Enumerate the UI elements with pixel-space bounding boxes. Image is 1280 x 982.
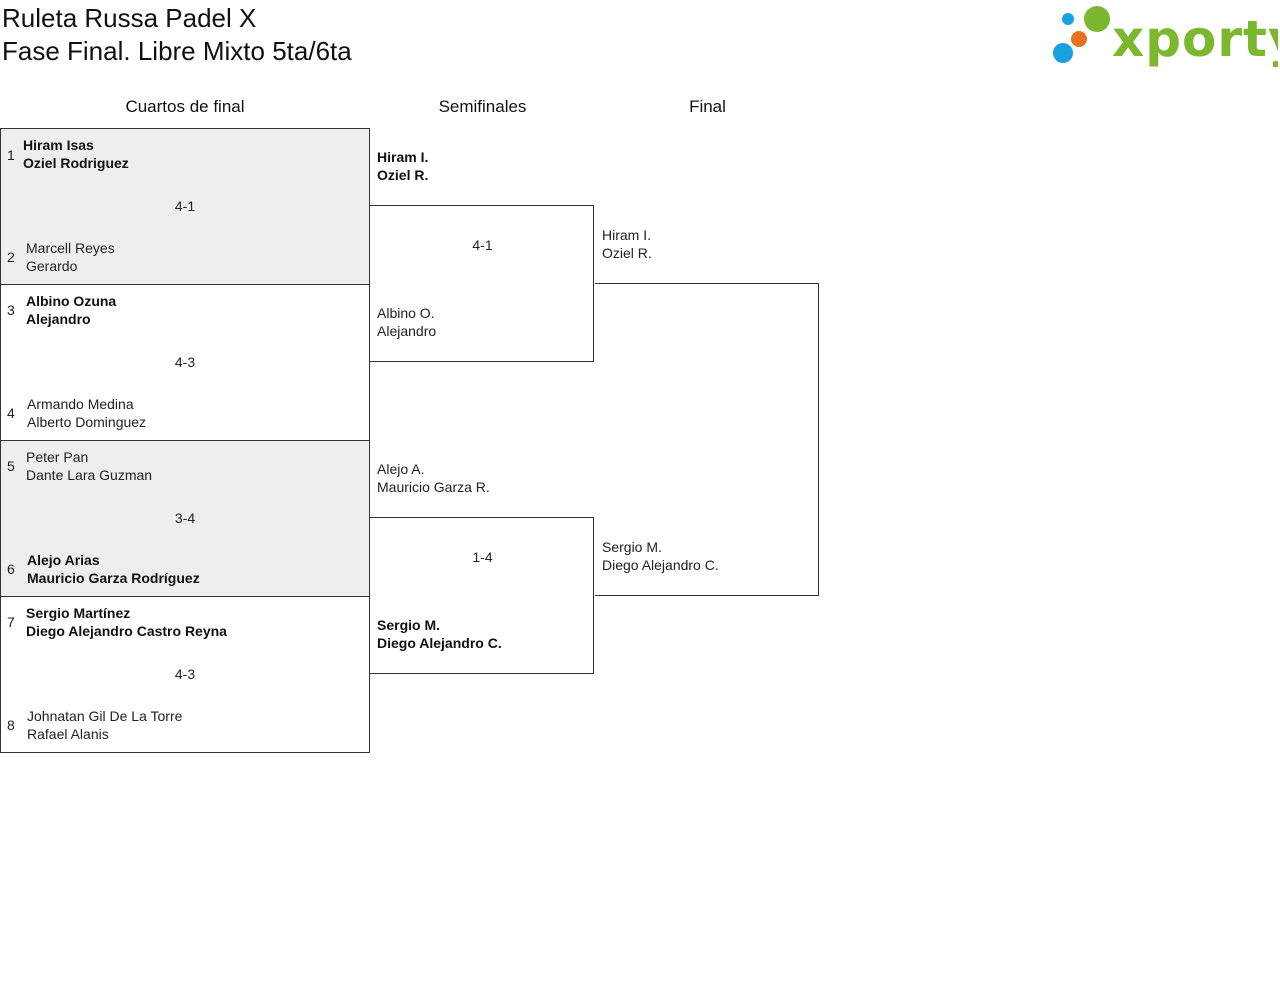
team-player: Rafael Alanis bbox=[27, 726, 109, 742]
team-player: Albino O. bbox=[377, 305, 435, 321]
team-player: Sergio M. bbox=[602, 539, 662, 555]
team-player: Diego Alejandro C. bbox=[602, 557, 719, 573]
team-player: Hiram I. bbox=[377, 149, 429, 165]
round-heading-semifinals: Semifinales bbox=[438, 97, 527, 116]
seed-number: 7 bbox=[7, 614, 15, 630]
logo-dot-blue-small bbox=[1062, 13, 1074, 25]
seed-number: 4 bbox=[7, 405, 15, 421]
seed-number: 6 bbox=[7, 561, 15, 577]
xporty-logo: xporty bbox=[1053, 6, 1278, 68]
team-player: Alejo Arias bbox=[27, 552, 100, 568]
round-heading-final: Final bbox=[689, 97, 726, 116]
logo-dot-orange bbox=[1071, 31, 1087, 47]
seed-number: 2 bbox=[7, 249, 15, 265]
team-player: Albino Ozuna bbox=[26, 293, 117, 309]
logo-dot-green bbox=[1084, 6, 1110, 32]
team-player: Mauricio Garza Rodríguez bbox=[27, 570, 200, 586]
seed-number: 1 bbox=[7, 147, 15, 163]
team-player: Diego Alejandro Castro Reyna bbox=[26, 623, 227, 639]
team-player: Alejo A. bbox=[377, 461, 425, 477]
match-score: 3-4 bbox=[174, 510, 196, 526]
team-player: Oziel Rodriguez bbox=[23, 155, 129, 171]
semifinal-match-2[interactable] bbox=[370, 517, 594, 674]
quarterfinal-match-1[interactable] bbox=[0, 128, 370, 285]
team-player: Alejandro bbox=[377, 323, 437, 339]
team-player: Marcell Reyes bbox=[26, 240, 115, 256]
team-player: Mauricio Garza R. bbox=[377, 479, 490, 495]
logo-wordmark: xporty bbox=[1112, 10, 1278, 68]
team-player: Peter Pan bbox=[26, 449, 89, 465]
team-player: Sergio M. bbox=[377, 617, 441, 633]
logo-dot-blue-large bbox=[1053, 43, 1073, 63]
match-score: 4-3 bbox=[174, 666, 196, 682]
page-subtitle: Fase Final. Libre Mixto 5ta/6ta bbox=[2, 36, 352, 66]
team-player: Oziel R. bbox=[377, 167, 429, 183]
team-player: Hiram Isas bbox=[23, 137, 94, 153]
quarterfinal-match-4[interactable] bbox=[0, 596, 370, 753]
final-match[interactable] bbox=[595, 283, 819, 596]
quarterfinal-match-3[interactable] bbox=[0, 440, 370, 597]
match-score: 4-1 bbox=[472, 237, 493, 253]
seed-number: 5 bbox=[7, 458, 15, 474]
team-player: Oziel R. bbox=[602, 245, 652, 261]
seed-number: 3 bbox=[7, 302, 15, 318]
semifinal-match-1[interactable] bbox=[370, 205, 594, 362]
team-player: Sergio Martínez bbox=[26, 605, 131, 621]
team-player: Gerardo bbox=[26, 258, 78, 274]
team-player: Hiram I. bbox=[602, 227, 651, 243]
page-title: Ruleta Russa Padel X bbox=[2, 3, 257, 33]
team-player: Alberto Dominguez bbox=[27, 414, 147, 430]
team-player: Dante Lara Guzman bbox=[26, 467, 153, 483]
match-score: 4-3 bbox=[174, 354, 196, 370]
round-heading-quarterfinals: Cuartos de final bbox=[125, 97, 245, 116]
team-player: Johnatan Gil De La Torre bbox=[27, 708, 183, 724]
team-player: Diego Alejandro C. bbox=[377, 635, 502, 651]
team-player: Armando Medina bbox=[27, 396, 134, 412]
team-player: Alejandro bbox=[26, 311, 91, 327]
match-score: 4-1 bbox=[174, 198, 196, 214]
match-score: 1-4 bbox=[472, 549, 493, 565]
seed-number: 8 bbox=[7, 717, 15, 733]
